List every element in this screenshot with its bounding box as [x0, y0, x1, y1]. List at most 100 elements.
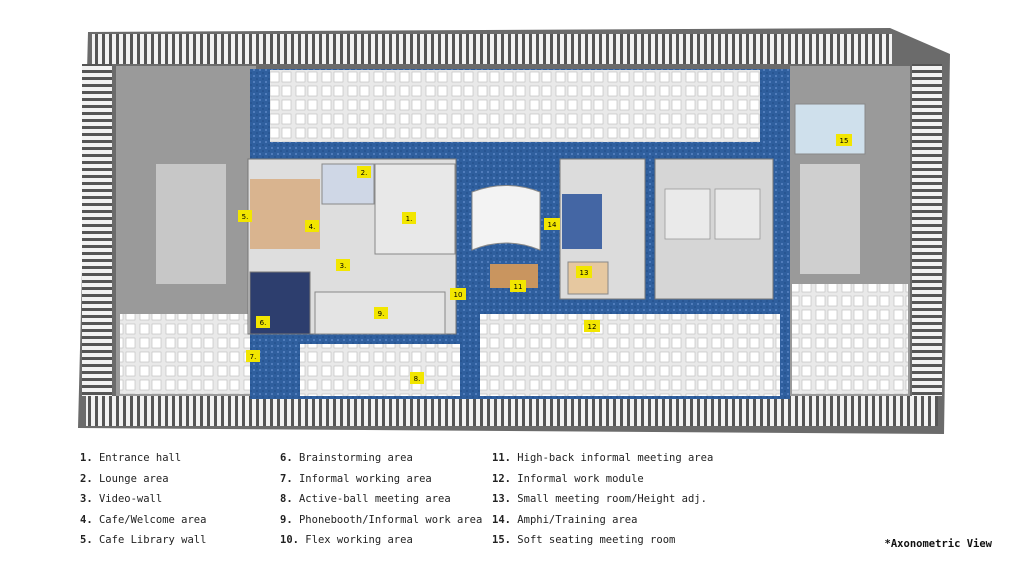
legend-number: 10.: [280, 534, 299, 546]
legend-label: High-back informal meeting area: [517, 452, 714, 464]
svg-text:8.: 8.: [414, 375, 421, 383]
legend-number: 7.: [280, 472, 293, 485]
legend: 1. Entrance hall 2. Lounge area 3. Video…: [0, 452, 1024, 562]
legend-item: 2. Lounge area: [80, 473, 206, 487]
legend-number: 5.: [80, 534, 93, 546]
legend-number: 6.: [280, 452, 293, 464]
marker-3: 3.: [336, 259, 350, 271]
legend-item: 12. Informal work module: [492, 473, 713, 487]
entrance-hall-room: [374, 163, 456, 255]
legend-item: 10. Flex working area: [280, 534, 482, 548]
svg-text:2.: 2.: [361, 169, 368, 177]
legend-number: 9.: [280, 513, 293, 526]
legend-label: Small meeting room/Height adj.: [517, 493, 707, 505]
view-label: *Axonometric View: [884, 538, 992, 550]
legend-label: Phonebooth/Informal work area: [298, 513, 483, 526]
amphi-stair: [471, 185, 541, 251]
marker-4: 4.: [305, 220, 319, 232]
legend-label: Brainstorming area: [298, 452, 413, 464]
legend-column-1: 1. Entrance hall 2. Lounge area 3. Video…: [80, 452, 206, 548]
marker-7: 7.: [246, 350, 260, 362]
right-lower-desks: [792, 284, 908, 394]
legend-label: Lounge area: [98, 472, 169, 485]
legend-column-2: 6. Brainstorming area 7. Informal workin…: [280, 452, 482, 548]
marker-6: 6.: [256, 316, 270, 328]
svg-text:7.: 7.: [250, 353, 257, 361]
legend-label: Amphi/Training area: [517, 513, 638, 526]
legend-item: 8. Active-ball meeting area: [280, 493, 482, 507]
desk-rows-top: [270, 70, 760, 142]
legend-number: 3.: [80, 493, 93, 505]
legend-label: Entrance hall: [98, 452, 182, 464]
marker-1: 1.: [402, 212, 416, 224]
svg-text:5.: 5.: [242, 213, 249, 221]
cafe-counter: [250, 179, 320, 249]
legend-column-3: 11. High-back informal meeting area 12. …: [492, 452, 713, 548]
facade-bottom: [86, 396, 938, 426]
legend-number: 1.: [80, 452, 93, 464]
marker-10: 10: [450, 288, 466, 300]
facade-top: [92, 34, 892, 64]
marker-8: 8.: [410, 372, 424, 384]
svg-text:12: 12: [588, 323, 597, 331]
facade-left: [82, 64, 112, 396]
training-seating: [562, 194, 602, 249]
svg-text:11: 11: [514, 283, 523, 291]
legend-item: 5. Cafe Library wall: [80, 534, 206, 548]
legend-item: 11. High-back informal meeting area: [492, 452, 713, 466]
legend-number: 8.: [280, 493, 293, 505]
legend-item: 9. Phonebooth/Informal work area: [280, 514, 482, 528]
marker-9: 9.: [374, 307, 388, 319]
marker-12: 12: [584, 320, 600, 332]
svg-text:1.: 1.: [406, 215, 413, 223]
svg-text:3.: 3.: [340, 262, 347, 270]
legend-item: 3. Video-wall: [80, 493, 206, 507]
legend-item: 13. Small meeting room/Height adj.: [492, 493, 713, 507]
svg-text:6.: 6.: [260, 319, 267, 327]
marker-15: 15: [836, 134, 852, 146]
legend-number: 4.: [80, 513, 93, 526]
legend-label: Cafe/Welcome area: [98, 513, 207, 526]
legend-number: 14.: [492, 513, 511, 526]
svg-text:13: 13: [580, 269, 589, 277]
legend-label: Informal working area: [298, 472, 432, 485]
legend-label: Active-ball meeting area: [298, 493, 451, 505]
legend-label: Soft seating meeting room: [517, 534, 676, 546]
legend-number: 15.: [492, 534, 511, 546]
floor-plan-axonometric: 1. 2. 3. 4. 5. 6. 7. 8. 9. 10 11 12 13 1…: [78, 28, 950, 434]
svg-text:15: 15: [840, 137, 849, 145]
legend-item: 15. Soft seating meeting room: [492, 534, 713, 548]
svg-text:4.: 4.: [309, 223, 316, 231]
legend-item: 4. Cafe/Welcome area: [80, 514, 206, 528]
marker-13: 13: [576, 266, 592, 278]
legend-item: 14. Amphi/Training area: [492, 514, 713, 528]
svg-text:10: 10: [454, 291, 463, 299]
legend-item: 7. Informal working area: [280, 473, 482, 487]
left-stair: [156, 164, 226, 284]
legend-label: Video-wall: [98, 493, 163, 505]
marker-5: 5.: [238, 210, 252, 222]
left-lower-desks: [120, 314, 250, 394]
legend-label: Informal work module: [517, 472, 644, 485]
room-block-right-inner-a: [664, 188, 711, 240]
marker-14: 14: [544, 218, 560, 230]
svg-text:14: 14: [548, 221, 557, 229]
svg-text:9.: 9.: [378, 310, 385, 318]
marker-2: 2.: [357, 166, 371, 178]
legend-number: 11.: [492, 452, 511, 464]
legend-item: 1. Entrance hall: [80, 452, 206, 466]
room-block-right-inner-b: [714, 188, 761, 240]
legend-label: Flex working area: [305, 534, 413, 546]
legend-label: Cafe Library wall: [98, 534, 207, 546]
marker-11: 11: [510, 280, 526, 292]
lounge-room: [321, 163, 375, 205]
desk-rows-bottom-right: [480, 314, 780, 396]
legend-number: 2.: [80, 472, 93, 485]
legend-number: 12.: [492, 472, 511, 485]
legend-item: 6. Brainstorming area: [280, 452, 482, 466]
facade-right: [912, 64, 942, 396]
desk-rows-bottom-left: [300, 344, 460, 396]
soft-seating-room: [794, 103, 866, 155]
right-meeting-block: [800, 164, 860, 274]
legend-number: 13.: [492, 493, 511, 505]
